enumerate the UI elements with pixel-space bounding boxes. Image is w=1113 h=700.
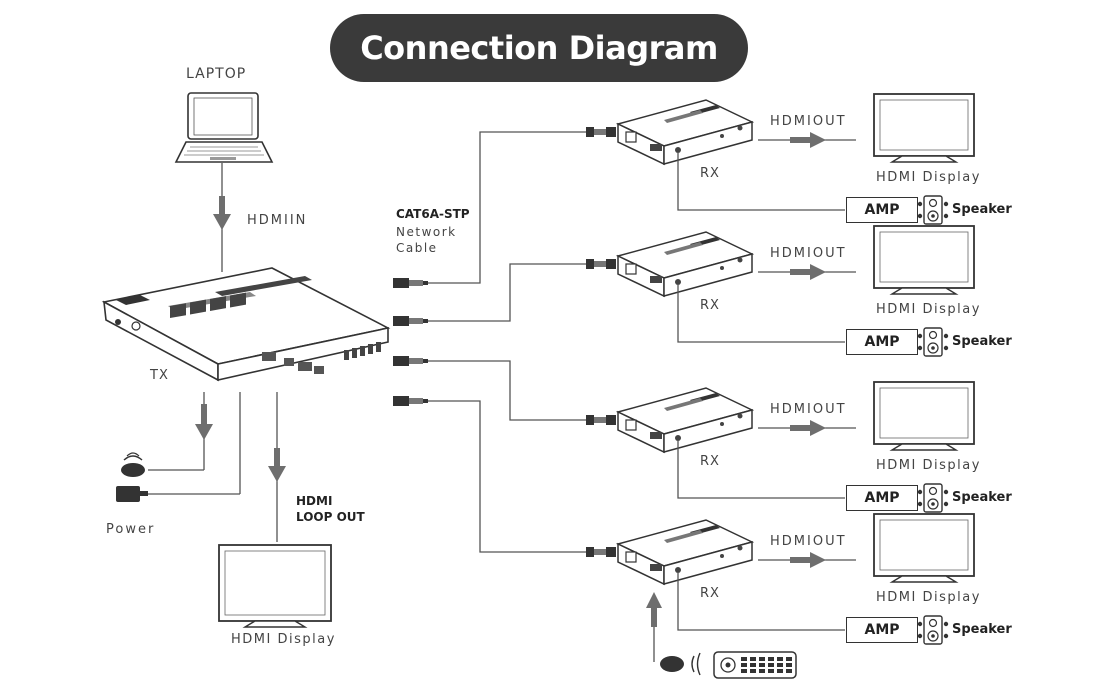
- page-title: Connection Diagram: [330, 14, 748, 82]
- tx-label: TX: [150, 368, 169, 383]
- hdmi-out-label-3: HDMIOUT: [770, 402, 847, 417]
- cable-label-3: Cable: [396, 241, 438, 255]
- hdmi-out-label-1: HDMIOUT: [770, 114, 847, 129]
- rx-label-3: RX: [700, 454, 720, 469]
- rx-label-2: RX: [700, 298, 720, 313]
- network-cable-runs: [428, 131, 588, 553]
- ir-receiver-icon: [121, 452, 145, 477]
- power-adapter-icon: [116, 486, 148, 502]
- rx-hdmi-display-icon-3: [873, 381, 975, 451]
- cable-label-2: Network: [396, 225, 457, 239]
- rx-hdmi-display-icon-1: [873, 93, 975, 163]
- rx-hdmi-display-label-1: HDMI Display: [876, 170, 981, 185]
- tx-hdmi-display-icon: [218, 544, 332, 628]
- tx-unit: [101, 267, 391, 382]
- hdmi-out-arrow-1: [790, 132, 826, 148]
- rx-hdmi-display-icon-4: [873, 513, 975, 583]
- speaker-icon-3: [917, 483, 949, 513]
- speaker-icon-1: [917, 195, 949, 225]
- hdmi-in-arrow: [213, 196, 231, 230]
- rx-hdmi-display-icon-2: [873, 225, 975, 295]
- hdmi-loop-out-label-2: LOOP OUT: [296, 510, 365, 524]
- hdmi-out-label-4: HDMIOUT: [770, 534, 847, 549]
- power-arrow: [195, 404, 213, 440]
- amp-box-3: AMP: [846, 485, 918, 511]
- hdmi-out-arrow-2: [790, 264, 826, 280]
- rx-label-4: RX: [700, 586, 720, 601]
- amp-box-1: AMP: [846, 197, 918, 223]
- tx-network-plugs: [393, 278, 428, 406]
- ir-eye-icon: [660, 652, 701, 676]
- laptop-icon: [174, 92, 274, 163]
- hdmi-loop-out-arrow: [268, 448, 286, 482]
- rx-unit-3: [615, 387, 755, 454]
- speaker-icon-2: [917, 327, 949, 357]
- hdmi-loop-out-label-1: HDMI: [296, 494, 333, 508]
- rx-network-plugs: [586, 127, 616, 557]
- speaker-label-3: Speaker: [952, 490, 1012, 505]
- hdmi-out-arrow-4: [790, 552, 826, 568]
- speaker-label-2: Speaker: [952, 334, 1012, 349]
- power-label: Power: [106, 522, 156, 537]
- amp-box-4: AMP: [846, 617, 918, 643]
- rx-hdmi-display-label-3: HDMI Display: [876, 458, 981, 473]
- rx-unit-1: [615, 99, 755, 166]
- hdmi-out-label-2: HDMIOUT: [770, 246, 847, 261]
- rx-unit-4: [615, 519, 755, 586]
- speaker-label-4: Speaker: [952, 622, 1012, 637]
- rx-hdmi-display-label-2: HDMI Display: [876, 302, 981, 317]
- amp-box-2: AMP: [846, 329, 918, 355]
- tx-hdmi-display-label: HDMI Display: [231, 632, 336, 647]
- rx-hdmi-display-label-4: HDMI Display: [876, 590, 981, 605]
- speaker-icon-4: [917, 615, 949, 645]
- cable-label-1: CAT6A-STP: [396, 207, 470, 221]
- hdmi-in-label: HDMIIN: [247, 213, 308, 228]
- hdmi-out-arrow-3: [790, 420, 826, 436]
- remote-control-icon: [713, 651, 797, 679]
- ir-in-arrow: [646, 592, 662, 627]
- rx-unit-2: [615, 231, 755, 298]
- rx-label-1: RX: [700, 166, 720, 181]
- laptop-label: LAPTOP: [186, 66, 247, 82]
- speaker-label-1: Speaker: [952, 202, 1012, 217]
